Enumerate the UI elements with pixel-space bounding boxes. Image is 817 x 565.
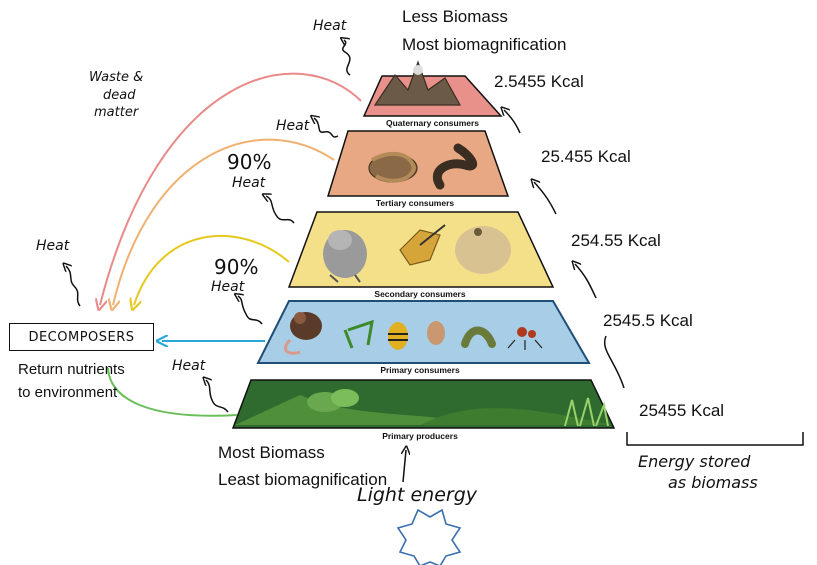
sun-icon (396, 508, 462, 565)
heat-squiggle-secondary (238, 296, 263, 325)
heat-label-producers: Heat (172, 358, 206, 374)
level-secondary-consumers (287, 211, 555, 288)
energy-stored-line1: Energy stored (638, 452, 751, 471)
level-primary-producers (231, 379, 616, 429)
waste-arrow-secondary (134, 235, 290, 305)
energy-producers: 25455 Kcal (639, 401, 725, 420)
return-nutrients-line2: to environment (18, 384, 118, 401)
waste-label-line1: Waste & (89, 70, 144, 85)
waste-label-line3: matter (94, 105, 139, 120)
level-label-secondary: Secondary consumers (374, 289, 466, 299)
level-quaternary-consumers (362, 60, 503, 117)
level-label-quaternary: Quaternary consumers (385, 118, 480, 128)
heat-label-decomposers: Heat (36, 238, 70, 254)
most-biomagnification-label: Most biomagnification (402, 35, 567, 54)
heat-label-secondary: Heat (211, 279, 245, 295)
energy-quaternary: 2.5455 Kcal (494, 72, 584, 91)
waste-arrow-quaternary (100, 72, 362, 305)
waste-arrow-producers (107, 367, 238, 417)
biomass-bracket (626, 432, 804, 446)
heat-squiggle-quaternary (314, 118, 339, 138)
most-biomass-label: Most Biomass (218, 443, 325, 462)
energy-arrow-tertiary (504, 110, 521, 134)
heat-squiggle-decomposers (66, 266, 81, 307)
heat-pct-secondary: 90% (214, 255, 259, 279)
level-label-tertiary: Tertiary consumers (375, 198, 455, 208)
energy-arrow-primary (575, 264, 597, 299)
level-label-primary-consumers: Primary consumers (380, 365, 460, 375)
heat-squiggle-tertiary (266, 196, 295, 224)
energy-stored-line2: as biomass (668, 473, 758, 492)
energy-arrow-producers (603, 335, 625, 389)
light-energy-label: Light energy (357, 484, 477, 506)
energy-tertiary: 25.455 Kcal (541, 147, 631, 166)
energy-arrow-secondary (534, 182, 557, 215)
return-nutrients-line1: Return nutrients (18, 361, 125, 378)
light-energy-arrow (403, 450, 406, 483)
waste-arrow-tertiary (113, 138, 335, 305)
decomposers-box: DECOMPOSERS (9, 323, 154, 351)
level-primary-consumers (256, 300, 591, 364)
heat-squiggle-producers (206, 380, 229, 413)
level-tertiary-consumers (326, 130, 510, 197)
level-label-producers: Primary producers (382, 431, 458, 441)
heat-pct-tertiary: 90% (227, 150, 272, 174)
heat-label-quaternary: Heat (276, 118, 310, 134)
heat-squiggle-top (343, 40, 351, 76)
less-biomass-label: Less Biomass (402, 7, 508, 26)
energy-primary-consumers: 2545.5 Kcal (603, 311, 693, 330)
waste-label-line2: dead (103, 88, 136, 103)
heat-label-tertiary: Heat (232, 175, 266, 191)
heat-label-top: Heat (313, 18, 347, 34)
energy-secondary: 254.55 Kcal (571, 231, 661, 250)
least-biomagnification-label: Least biomagnification (218, 470, 388, 489)
